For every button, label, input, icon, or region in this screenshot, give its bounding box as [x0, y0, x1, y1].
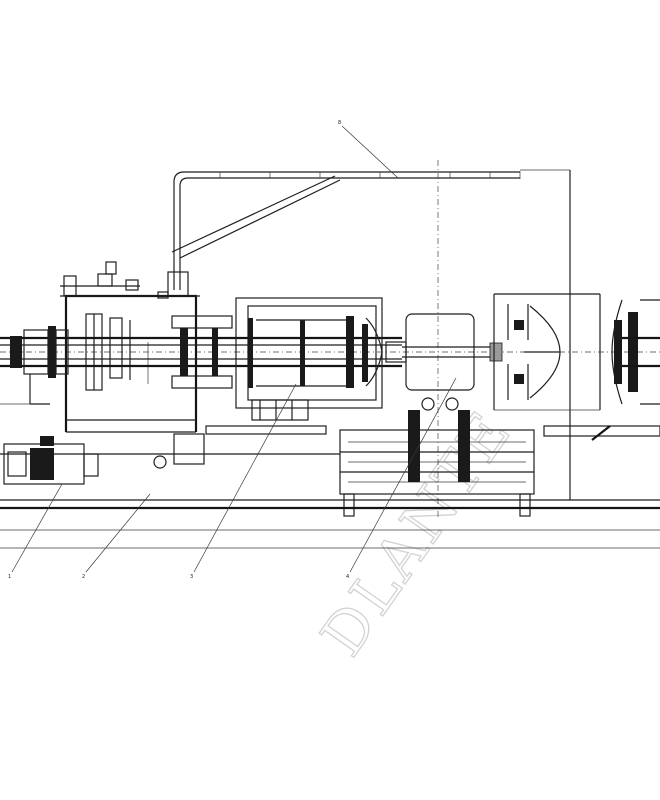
main-shaft [0, 336, 503, 368]
callout-1: 1 [8, 574, 11, 580]
reel-drum [205, 297, 383, 435]
callout-4: 4 [346, 574, 349, 580]
gearbox-housing [60, 261, 200, 433]
callout-3: 3 [190, 574, 193, 580]
drive-motor [3, 436, 99, 485]
support-frame [339, 397, 660, 517]
far-right-spool [611, 299, 660, 405]
pipe-segment-marks [219, 172, 491, 178]
coupling-housing [385, 313, 475, 391]
left-end-flange [0, 326, 69, 405]
right-reel [493, 293, 601, 411]
base-frame [0, 433, 660, 549]
leader-lines [11, 125, 457, 573]
callout-8: 8 [338, 120, 341, 126]
overhead-pipe [171, 169, 571, 500]
callout-labels: 1 2 3 4 8 [8, 120, 349, 580]
bearing-assembly [171, 315, 233, 389]
callout-2: 2 [82, 574, 85, 580]
